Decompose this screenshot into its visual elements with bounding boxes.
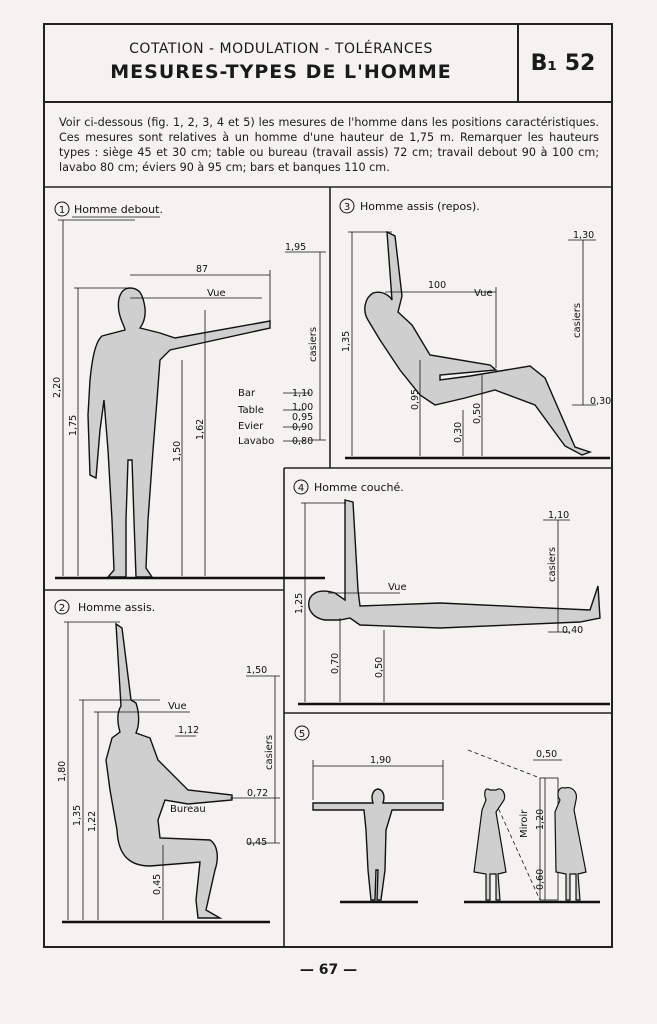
fig5-miroir-label: Miroir [519,809,530,838]
fig3-dim-095: 0,95 [410,389,421,410]
header-title: MESURES-TYPES DE L'HOMME [110,61,452,83]
figure-1-standing: 1 Homme debout. 2,20 1,75 1,50 1,62 87 [52,201,326,580]
fig2-dim-desk: 0,72 [247,788,268,799]
fig3-dim-050: 0,50 [472,403,483,424]
fig5-dim-mirror-low: 0,60 [535,869,546,890]
fig1-dim-lavabo: 0,80 [292,436,313,447]
fig2-seated-silhouette [105,622,233,919]
fig1-dim-bar: 1,10 [292,388,313,399]
fig3-number: 3 [344,202,350,213]
fig3-casiers-label: casiers [572,303,583,338]
fig2-casiers-label: casiers [264,735,275,770]
fig4-dim-050: 0,50 [374,657,385,678]
figure-2-seated: 2 Homme assis. 1,80 1,35 1,22 0,45 Vue 1… [54,599,280,924]
fig5-number: 5 [299,729,305,740]
fig2-bureau-label: Bureau [170,804,206,815]
fig1-title: Homme debout. [74,203,163,216]
intro-text: Voir ci-dessous (fig. 1, 2, 3, 4 et 5) l… [59,116,599,174]
fig1-dim-top: 1,95 [285,242,306,253]
fig2-dim-low: 0,45 [246,837,267,848]
fig2-dim-180: 1,80 [57,761,68,782]
fig3-reclining-silhouette [364,230,593,456]
fig1-bar-label: Bar [238,388,256,399]
header: COTATION - MODULATION - TOLÉRANCES MESUR… [45,25,611,103]
fig4-casiers-label: casiers [547,547,558,582]
fig4-lying-silhouette [308,499,601,629]
fig3-dim-low: 0,30 [590,396,611,407]
fig2-dim-eye: 1,12 [178,725,199,736]
fig5-dim-mirror-height: 1,20 [535,809,546,830]
fig1-number-circle [54,201,70,217]
figure-3-reclining-seated: 3 Homme assis (repos). 1,35 0,95 0,30 0,… [339,198,611,460]
fig1-table-label: Table [237,405,264,416]
figure-5-reach-and-mirror: 5 1,90 0,50 1,20 Miroir 0,60 [294,725,600,904]
fig3-dim-reach: 100 [428,280,446,291]
intro-paragraph: Voir ci-dessous (fig. 1, 2, 3, 4 et 5) l… [59,115,599,175]
fig2-vue-label: Vue [168,701,187,712]
fig3-dim-030: 0,30 [453,422,464,443]
fig4-dim-070: 0,70 [330,653,341,674]
fig1-casiers-label: casiers [308,327,319,362]
fig1-dim-reach: 87 [196,264,208,275]
fig1-standing-silhouette [87,287,271,578]
fig1-dim-162: 1,62 [195,419,206,440]
fig1-dim-evier: 0,90 [292,422,313,433]
header-subtitle: COTATION - MODULATION - TOLÉRANCES [129,41,433,57]
fig5-woman-left [473,788,507,901]
fig1-dim-table-b: 0,95 [292,412,313,423]
figure-4-lying: 4 Homme couché. 1,25 0,70 0,50 Vue 1,10 … [293,479,610,706]
fig2-dim-122: 1,22 [87,811,98,832]
fig3-dim-135: 1,35 [341,331,352,352]
fig1-number: 1 [59,205,65,216]
fig1-evier-label: Evier [238,421,264,432]
fig2-dim-top: 1,50 [246,665,267,676]
fig3-dim-top: 1,30 [573,230,594,241]
fig5-armspan-silhouette [312,788,444,901]
fig5-woman-right [554,787,587,901]
fig4-title: Homme couché. [314,481,404,494]
page-frame: COTATION - MODULATION - TOLÉRANCES MESUR… [43,23,613,948]
fig1-dim-150: 1,50 [172,441,183,462]
sheet-code: B₁ 52 [530,50,596,76]
fig1-dim-table-a: 1,00 [292,402,313,413]
header-titles: COTATION - MODULATION - TOLÉRANCES MESUR… [45,25,519,101]
fig4-dim-low: 0,40 [562,625,583,636]
fig5-dim-span: 1,90 [370,755,391,766]
fig1-dim-total: 2,20 [52,377,63,398]
fig2-number: 2 [59,603,65,614]
fig1-dim-height: 1,75 [68,415,79,436]
fig2-dim-135: 1,35 [72,805,83,826]
fig3-vue-label: Vue [474,288,493,299]
fig4-dim-125: 1,25 [294,593,305,614]
fig2-title: Homme assis. [78,601,155,614]
fig4-number: 4 [298,483,304,494]
fig3-title: Homme assis (repos). [360,200,480,213]
fig1-vue-label: Vue [207,288,226,299]
fig4-dim-top: 1,10 [548,510,569,521]
fig2-dim-seat-vertical: 0,45 [152,874,163,895]
fig4-vue-label: Vue [388,582,407,593]
fig1-lavabo-label: Lavabo [238,436,274,447]
fig5-dim-mirror-width: 0,50 [536,749,557,760]
page-number: — 67 — [299,962,358,978]
